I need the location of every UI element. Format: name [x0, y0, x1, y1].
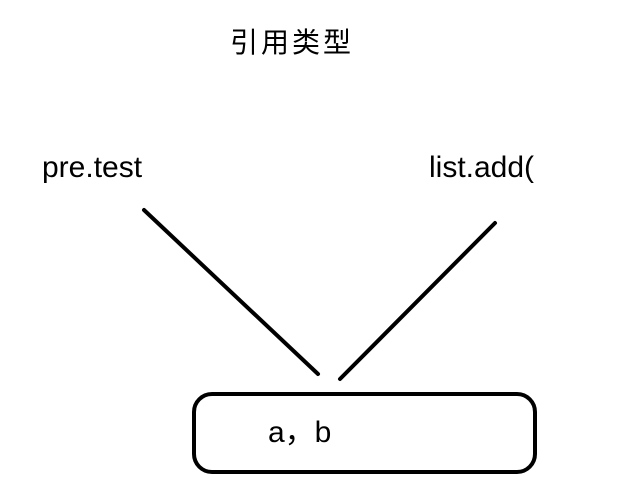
args-box: [192, 392, 537, 474]
args-box-label: a，b: [268, 416, 332, 449]
label-pre-test: pre.test: [42, 151, 143, 184]
label-list-add: list.add(: [429, 151, 535, 184]
connector-line-right: [338, 221, 497, 381]
diagram-title: 引用类型: [230, 27, 355, 58]
connector-line-left: [142, 208, 320, 376]
